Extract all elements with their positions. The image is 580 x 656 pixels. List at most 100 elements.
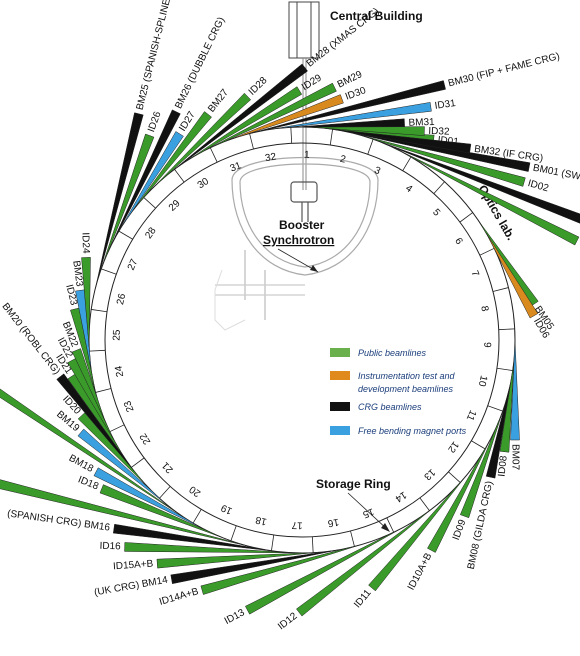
central-building-label: Central Building xyxy=(330,9,423,23)
sector-divider xyxy=(492,287,509,292)
sector-divider xyxy=(498,328,515,331)
beamline-wedge xyxy=(200,544,361,595)
booster-label-line1: Booster xyxy=(279,218,325,232)
beamline-label: ID15A+B xyxy=(113,559,154,573)
sector-divider xyxy=(143,197,156,209)
sector-divider xyxy=(89,349,106,352)
beamline-label: ID26 xyxy=(146,110,164,134)
sector-number: 18 xyxy=(254,514,268,527)
beamline-wedge xyxy=(272,102,432,130)
sector-number: 9 xyxy=(481,342,492,348)
sector-divider xyxy=(479,247,495,256)
beamline-wedge xyxy=(93,467,203,529)
sector-divider xyxy=(386,517,395,533)
beamline-wedge xyxy=(331,128,472,154)
booster-pointer-head xyxy=(310,265,318,272)
sector-divider xyxy=(367,139,374,155)
beamline-wedge xyxy=(229,94,344,141)
sector-number: 13 xyxy=(421,466,437,482)
legend-label: Instrumentation test and xyxy=(358,371,456,381)
sector-number: 5 xyxy=(430,207,442,219)
beamline-label: (UK CRG) BM14 xyxy=(93,575,169,599)
sector-number: 21 xyxy=(160,459,176,475)
beamline-wedge xyxy=(99,484,223,538)
legend-swatch xyxy=(330,426,350,435)
beamline-label: ID09 xyxy=(451,518,469,542)
beamline-wedge xyxy=(133,111,212,210)
legend-swatch xyxy=(330,348,350,357)
sector-number: 8 xyxy=(478,305,490,313)
sector-number: 17 xyxy=(291,519,303,530)
storage-ring-pointer xyxy=(347,492,389,531)
ring-outer-circle xyxy=(88,126,516,554)
beamline-label: ID10A+B xyxy=(406,551,435,592)
beamline-wedge xyxy=(188,86,303,160)
sector-number: 23 xyxy=(122,399,136,414)
hall-outline xyxy=(214,269,246,331)
beamline-wedge xyxy=(486,233,539,319)
booster-label-line2: Synchrotron xyxy=(263,233,334,247)
sector-number: 32 xyxy=(264,151,277,164)
beamline-wedge xyxy=(245,527,403,615)
sector-divider xyxy=(101,268,117,275)
sector-number: 15 xyxy=(361,505,376,519)
beamline-wedge xyxy=(485,384,511,479)
sector-divider xyxy=(118,230,133,240)
sector-number: 3 xyxy=(372,165,382,177)
sector-number: 11 xyxy=(464,408,478,422)
sector-divider xyxy=(91,309,108,313)
sector-number: 20 xyxy=(187,483,203,499)
beamline-wedge xyxy=(309,126,425,136)
beamline-wedge xyxy=(156,552,317,569)
sector-number: 4 xyxy=(403,183,414,195)
sector-number: 19 xyxy=(219,501,234,516)
beamline-wedge xyxy=(250,80,446,134)
storage-ring-pointer-head xyxy=(381,523,390,532)
beamline-wedge xyxy=(153,92,252,187)
sector-divider xyxy=(419,497,430,511)
sector-divider xyxy=(487,405,503,412)
sector-divider xyxy=(329,129,333,146)
booster-synchrotron xyxy=(215,157,379,320)
sector-divider xyxy=(249,133,254,150)
beamline-wedge xyxy=(170,63,308,173)
beamline-label: ID30 xyxy=(344,85,368,103)
sector-divider xyxy=(459,212,473,223)
sector-number: 16 xyxy=(326,516,339,529)
sector-divider xyxy=(271,534,275,551)
sector-divider xyxy=(433,181,445,194)
beamline-wedge xyxy=(113,523,273,552)
beamline-wedge xyxy=(208,82,337,149)
beamline-wedge xyxy=(427,439,491,553)
sector-divider xyxy=(159,486,171,499)
sector-number: 31 xyxy=(229,160,244,174)
sector-divider xyxy=(230,525,237,541)
beamline-label: ID13 xyxy=(223,607,247,627)
sector-number: 29 xyxy=(167,198,183,214)
legend-label: CRG beamlines xyxy=(358,402,422,412)
beamline-label: ID16 xyxy=(99,541,121,553)
beamline-wedge xyxy=(378,140,580,224)
legend-swatch xyxy=(330,402,350,411)
sector-divider xyxy=(290,127,293,144)
beamline-label: ID08 xyxy=(497,455,510,478)
beamline-label: ID31 xyxy=(434,98,457,112)
beamline-wedge xyxy=(459,412,503,519)
beamline-wedge xyxy=(398,149,580,246)
beamline-label: ID23 xyxy=(63,283,79,307)
beamline-label: BM25 (SPANISH-SPLINE CRG) xyxy=(135,0,180,111)
sector-number: 1 xyxy=(304,150,310,161)
sector-number: 12 xyxy=(445,439,461,455)
sector-number: 24 xyxy=(113,364,126,377)
beamline-label: ID11 xyxy=(352,587,374,610)
beamline-label: BM23 xyxy=(70,260,85,288)
beamline-wedge xyxy=(81,257,91,348)
sector-number: 22 xyxy=(138,431,153,447)
beamline-wedge xyxy=(77,428,166,504)
beamline-label: (SPANISH CRG) BM16 xyxy=(6,508,111,533)
beamline-label: BM31 xyxy=(408,117,435,129)
sector-divider xyxy=(95,388,112,393)
